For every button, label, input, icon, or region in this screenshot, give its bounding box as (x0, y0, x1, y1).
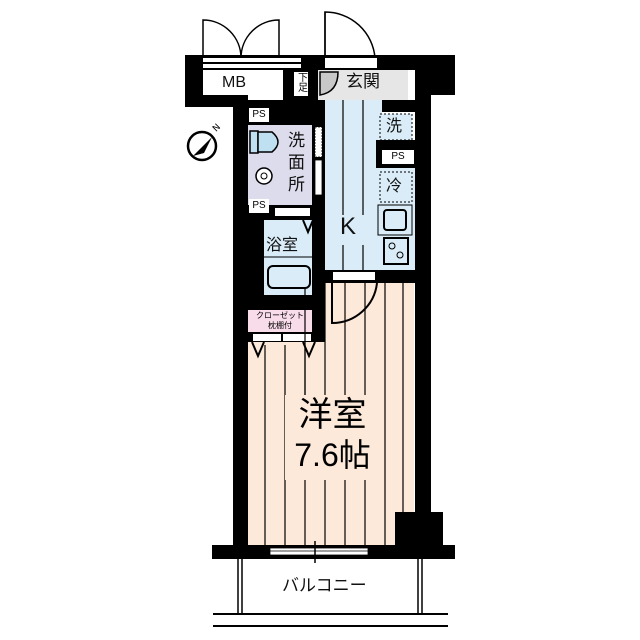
kitchen-label: K (340, 213, 357, 240)
shoe-box-text: 下足 (295, 72, 307, 92)
western-room-label: 洋室 7.6帖 (285, 395, 380, 480)
balcony-label: バルコニー (282, 576, 367, 596)
ps-middle-label: PS (249, 199, 269, 213)
closet-label-line2: 枕棚付 (268, 321, 292, 330)
closet-label-line1: クローゼット (256, 311, 304, 320)
svg-text:N: N (211, 122, 223, 134)
bathroom-label: 浴室 (266, 235, 299, 254)
ps-top-label: PS (249, 108, 269, 122)
entrance-label: 玄関 (346, 72, 380, 92)
ps-kitchen-label: PS (382, 150, 414, 164)
mb-label: MB (222, 74, 246, 91)
closet-label: クローゼット 枕棚付 (248, 310, 312, 332)
western-room-size: 7.6帖 (294, 437, 371, 473)
western-room-name: 洋室 (298, 395, 367, 435)
washer-label: 洗 (386, 116, 403, 135)
washroom-label: 洗面所 (288, 131, 305, 195)
fridge-label: 冷 (386, 176, 403, 195)
compass-icon: N (186, 122, 223, 162)
shoe-box-label: 下足 (294, 72, 308, 96)
